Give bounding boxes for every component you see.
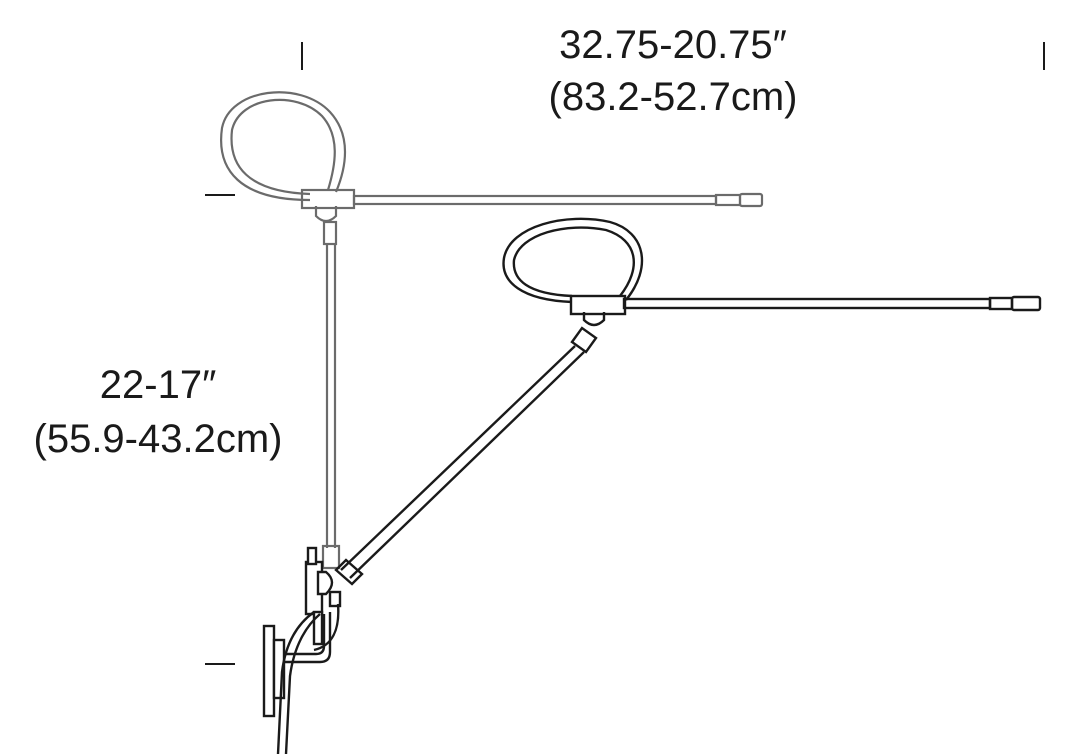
wall-plate bbox=[262, 624, 276, 718]
angled-arm-base-collar bbox=[334, 558, 364, 586]
cord-lower-loop bbox=[313, 603, 340, 652]
cord-loop-upper bbox=[220, 91, 347, 202]
lamp-retracted-position bbox=[334, 217, 1042, 586]
wall-plate-flange bbox=[272, 638, 286, 700]
angled-arm-edge-a bbox=[340, 345, 576, 571]
led-head-lower bbox=[1010, 295, 1042, 312]
arm-end-segment-upper bbox=[714, 193, 742, 207]
width-label-metric: (83.2-52.7cm) bbox=[549, 75, 798, 119]
height-label-metric: (55.9-43.2cm) bbox=[34, 417, 283, 461]
wall-mount bbox=[262, 546, 342, 754]
cord-loop-lower bbox=[502, 217, 644, 304]
cord-loop-upper-inner bbox=[230, 98, 336, 196]
pivot-stem-lower bbox=[312, 610, 324, 646]
led-head-upper bbox=[738, 192, 764, 208]
vertical-arm-lower-collar bbox=[321, 544, 341, 570]
t-joint-lower bbox=[569, 294, 627, 316]
arm-end-segment-lower bbox=[988, 296, 1014, 311]
lamp-extended-position bbox=[220, 91, 764, 570]
pivot-stem bbox=[328, 590, 342, 608]
power-cord-a bbox=[276, 611, 315, 754]
t-joint-collar-upper bbox=[322, 220, 338, 246]
horizontal-arm-lower bbox=[622, 297, 992, 310]
power-cord-b bbox=[284, 613, 321, 754]
t-joint-cup-lower bbox=[582, 312, 606, 327]
width-dimension-ticks bbox=[301, 42, 1045, 70]
horizontal-arm-upper bbox=[352, 194, 718, 206]
angled-arm-edge-b bbox=[349, 351, 585, 579]
t-joint-upper bbox=[300, 188, 356, 210]
cord-loop-lower-inner bbox=[512, 226, 635, 298]
width-label-imperial: 32.75-20.75″ bbox=[559, 23, 787, 67]
pivot-cap-top bbox=[306, 546, 318, 566]
pivot-knuckle bbox=[316, 570, 334, 596]
height-dimension-ticks bbox=[205, 194, 235, 665]
angled-arm-collar bbox=[570, 326, 598, 354]
height-label-imperial: 22-17″ bbox=[100, 363, 216, 407]
